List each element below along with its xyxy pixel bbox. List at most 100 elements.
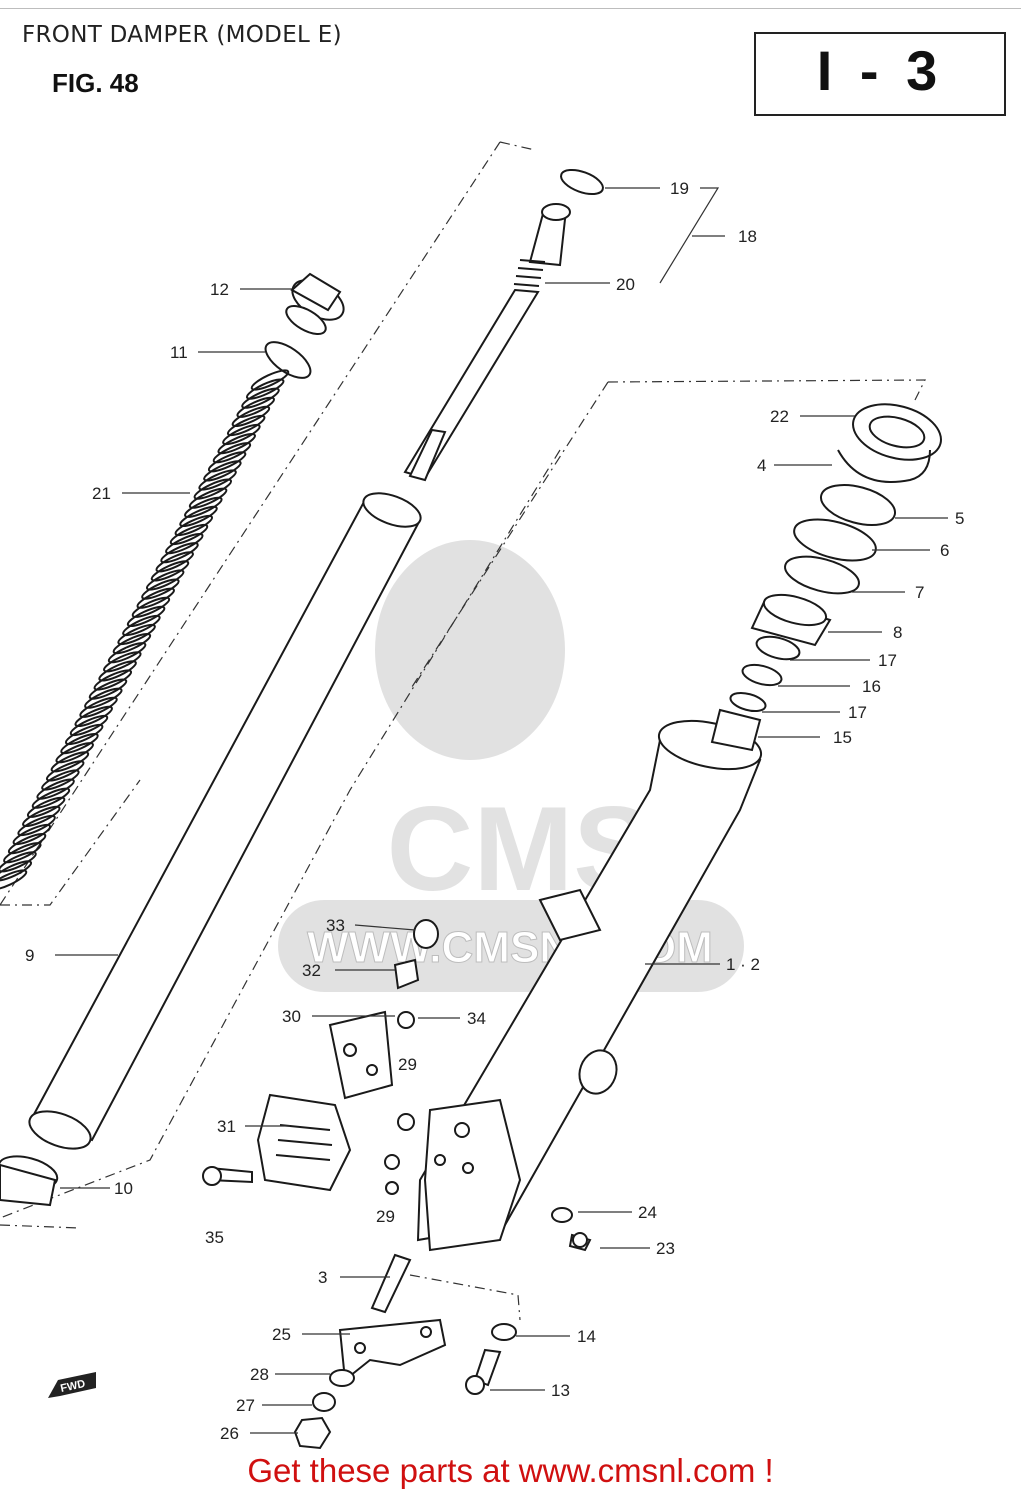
tube-cap [0, 1155, 59, 1207]
outer-tube [416, 708, 763, 1252]
spring-coil [36, 778, 75, 800]
part-label-34: 34 [467, 1009, 486, 1028]
part-labels: 19 18 20 12 11 21 22 4 5 6 7 8 17 16 17 … [25, 179, 964, 1443]
part-label-22: 22 [770, 407, 789, 426]
part-label-19: 19 [670, 179, 689, 198]
spring-coil [217, 433, 256, 455]
cap-bolt [285, 272, 345, 335]
spring-coil [150, 560, 190, 582]
part-label-15: 15 [833, 728, 852, 747]
part-label-3: 3 [318, 1268, 327, 1287]
part-label-17-upper: 17 [878, 651, 897, 670]
spring-coil [22, 805, 61, 827]
part-label-7: 7 [915, 583, 924, 602]
part-label-29-lower: 29 [376, 1207, 395, 1226]
part-label-28: 28 [250, 1365, 269, 1384]
part-label-29-upper: 29 [398, 1055, 417, 1074]
spring-coil [212, 442, 252, 464]
leader-lines [55, 187, 948, 1434]
inner-tube [28, 492, 422, 1150]
seal-stack [729, 403, 942, 713]
caliper-body [256, 1093, 352, 1192]
page-title: FRONT DAMPER (MODEL E) [22, 22, 342, 48]
assembly-outlines [0, 141, 926, 1321]
spring-coil [169, 523, 209, 546]
section-code: I - 3 [816, 39, 944, 102]
part-label-13: 13 [551, 1381, 570, 1400]
spring-coil [136, 587, 175, 609]
spring-coil [179, 505, 218, 527]
part-label-21: 21 [92, 484, 111, 503]
spring-coil [45, 760, 85, 782]
spring-coil [126, 605, 166, 627]
spring-coil [122, 614, 161, 637]
part-label-27: 27 [236, 1396, 255, 1415]
spring-coil [207, 451, 247, 473]
spring-coil [69, 714, 109, 737]
section-box [754, 32, 1006, 116]
part-label-23: 23 [656, 1239, 675, 1258]
spring-coil [31, 787, 71, 809]
part-label-4: 4 [757, 456, 766, 475]
part-label-26: 26 [220, 1424, 239, 1443]
part-label-5: 5 [955, 509, 964, 528]
spring-coil [12, 823, 52, 846]
spring-coil [107, 642, 147, 664]
spring-coil [0, 869, 28, 891]
spring-coil [155, 551, 194, 573]
spring-coil [50, 751, 90, 773]
figure-number: FIG. 48 [52, 68, 139, 98]
spring-coil [236, 396, 275, 418]
axle-nuts [293, 1369, 355, 1450]
spring-coil [79, 696, 118, 718]
spring-coil [184, 496, 223, 518]
spring-coil [174, 514, 214, 537]
caliper-bracket [328, 1010, 394, 1100]
part-label-14: 14 [577, 1327, 596, 1346]
spring-coil [41, 769, 80, 791]
spring-coil [55, 742, 94, 764]
spring-coil [226, 414, 266, 437]
spring-coil [74, 705, 113, 727]
spring-coil [93, 669, 133, 691]
o-ring [264, 341, 312, 379]
part-label-9: 9 [25, 946, 34, 965]
spring-coil [17, 814, 56, 837]
drain-screw [551, 1207, 592, 1252]
spring-coil [112, 633, 152, 655]
caliper-bolt [202, 1166, 253, 1186]
forward-arrow-icon: FWD [48, 1372, 96, 1398]
part-label-20: 20 [616, 275, 635, 294]
spring-coil [84, 687, 123, 709]
spring-coil [165, 533, 204, 555]
part-label-1-2: 1 · 2 [726, 955, 760, 974]
part-label-17-lower: 17 [848, 703, 867, 722]
spring-coil [117, 623, 156, 646]
spring-coil [160, 542, 199, 564]
spring-coil [222, 423, 261, 446]
part-label-12: 12 [210, 280, 229, 299]
holder-bolt [465, 1323, 517, 1395]
spring-coil [64, 723, 104, 746]
part-label-24: 24 [638, 1203, 657, 1222]
part-label-32: 32 [302, 961, 321, 980]
part-label-30: 30 [282, 1007, 301, 1026]
spring-coil [188, 487, 228, 509]
part-label-31: 31 [217, 1117, 236, 1136]
spring-coil [231, 405, 271, 427]
spring-coil [103, 651, 142, 673]
spring-coil [26, 796, 66, 818]
part-label-33: 33 [326, 916, 345, 935]
parts-link-footer[interactable]: Get these parts at www.cmsnl.com ! [247, 1452, 774, 1489]
spring-coil [241, 387, 280, 409]
part-label-18: 18 [738, 227, 757, 246]
spring-coil [88, 678, 128, 700]
spring-coil [131, 596, 171, 618]
axle-stud [370, 1253, 412, 1314]
part-label-11: 11 [170, 343, 188, 362]
damper-rod [403, 168, 604, 482]
spring-coil [7, 833, 47, 855]
part-label-16: 16 [862, 677, 881, 696]
spring-coil [0, 860, 33, 882]
